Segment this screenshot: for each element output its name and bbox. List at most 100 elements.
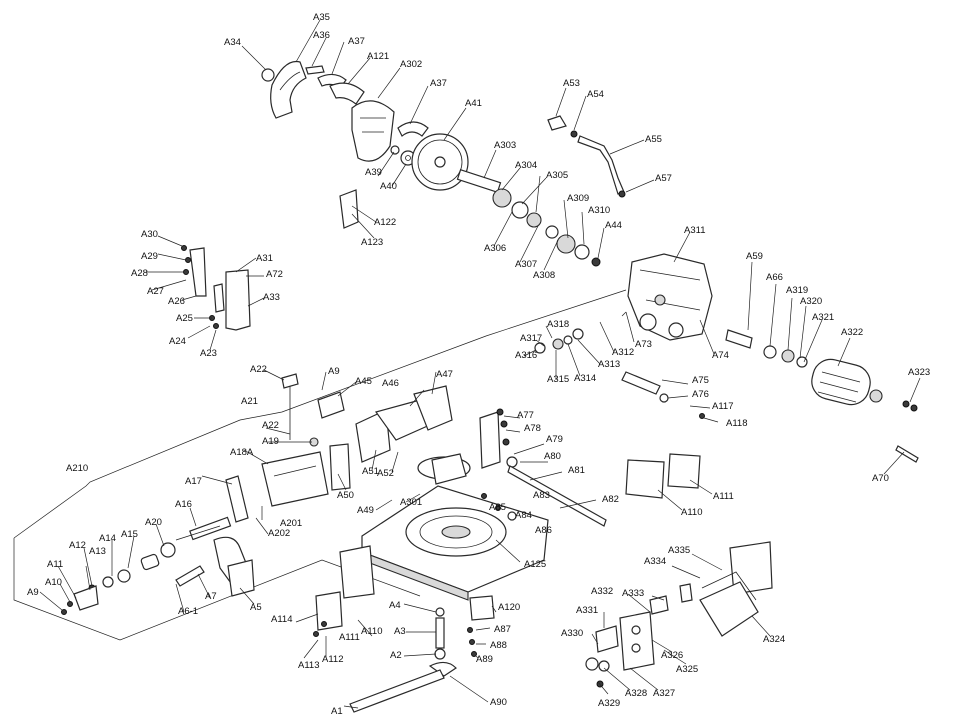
label-a34: A34 [224,37,241,48]
label-a110-right: A110 [681,507,703,518]
label-a80: A80 [544,451,561,462]
label-a122: A122 [374,217,397,228]
label-a111-lower: A111 [339,632,360,643]
label-a125: A125 [524,559,547,570]
label-a317: A317 [520,333,543,344]
label-a322: A322 [841,327,864,338]
label-a1: A1 [331,706,343,717]
label-a66: A66 [766,272,783,283]
label-a11: A11 [47,559,64,570]
label-a29: A29 [141,251,158,262]
label-a22-lower: A22 [262,420,279,431]
label-a19: A19 [262,436,279,447]
label-a46: A46 [382,378,399,389]
label-a36: A36 [313,30,330,41]
label-a4: A4 [389,600,401,611]
base-turntable-group [295,453,549,713]
label-a307: A307 [515,259,538,270]
gearbox-housing [627,231,713,341]
label-a53: A53 [563,78,580,89]
label-a83: A83 [533,490,550,501]
label-a301: A301 [400,497,423,508]
label-a305: A305 [546,170,569,181]
label-a28: A28 [131,268,148,279]
label-a27: A27 [147,286,164,297]
label-a78: A78 [524,423,541,434]
label-a40: A40 [380,181,397,192]
label-a318: A318 [547,319,570,330]
label-a306: A306 [484,243,507,254]
label-a76: A76 [692,389,709,400]
label-a333: A333 [622,588,645,599]
label-a31: A31 [256,253,273,264]
label-a17: A17 [185,476,202,487]
label-a26: A26 [168,296,185,307]
label-a75: A75 [692,375,709,386]
label-a33: A33 [263,292,280,303]
label-a87: A87 [494,624,511,635]
handle-shaft-group [13,289,627,641]
label-a210: A210 [66,463,89,474]
label-a311: A311 [684,225,706,236]
label-a328: A328 [625,688,648,699]
label-a120: A120 [498,602,521,613]
label-a15: A15 [121,529,138,540]
label-a84: A84 [515,510,532,521]
label-a23: A23 [200,348,217,359]
label-a18a: A18A [230,447,254,458]
label-a57: A57 [655,173,672,184]
label-a327: A327 [653,688,676,699]
label-a86: A86 [535,525,552,536]
label-a3: A3 [394,626,406,637]
handle-lever-group [547,87,655,198]
label-a39: A39 [365,167,382,178]
label-a302: A302 [400,59,423,70]
label-a90: A90 [490,697,507,708]
label-a325: A325 [676,664,699,675]
label-a310: A310 [588,205,611,216]
label-a22-upper: A22 [250,364,267,375]
label-a37-upper: A37 [348,36,365,47]
label-a202: A202 [268,528,291,539]
label-a315: A315 [547,374,570,385]
label-a59: A59 [746,251,763,262]
vice-fence-group [243,369,607,527]
label-a331: A331 [576,605,599,616]
motor-group [621,261,921,475]
stop-bracket-group [146,235,265,351]
label-a335: A335 [668,545,691,556]
label-a16: A16 [175,499,192,510]
label-a35: A35 [313,12,330,23]
label-a55: A55 [645,134,662,145]
label-a314: A314 [574,373,597,384]
label-a20: A20 [145,517,162,528]
label-a324: A324 [763,634,786,645]
label-a330: A330 [561,628,584,639]
label-a54: A54 [587,89,604,100]
label-a12: A12 [69,540,86,551]
label-a123: A123 [361,237,384,248]
label-a50: A50 [337,490,354,501]
label-a89: A89 [476,654,493,665]
label-a41: A41 [465,98,482,109]
label-a303: A303 [494,140,517,151]
blade-guard-group [241,19,469,239]
label-a85: A85 [489,502,506,513]
label-a52: A52 [377,468,394,479]
label-a334: A334 [644,556,667,567]
label-a30: A30 [141,229,158,240]
label-a49: A49 [357,505,374,516]
label-a44: A44 [605,220,622,231]
label-a113: A113 [298,660,320,671]
label-a13: A13 [89,546,106,557]
label-a24: A24 [169,336,186,347]
label-a320: A320 [800,296,823,307]
label-a201: A201 [280,518,303,529]
label-a79: A79 [546,434,563,445]
label-a111-right: A111 [713,491,734,502]
label-a304: A304 [515,160,538,171]
label-a82: A82 [602,494,619,505]
label-a7: A7 [205,591,217,602]
